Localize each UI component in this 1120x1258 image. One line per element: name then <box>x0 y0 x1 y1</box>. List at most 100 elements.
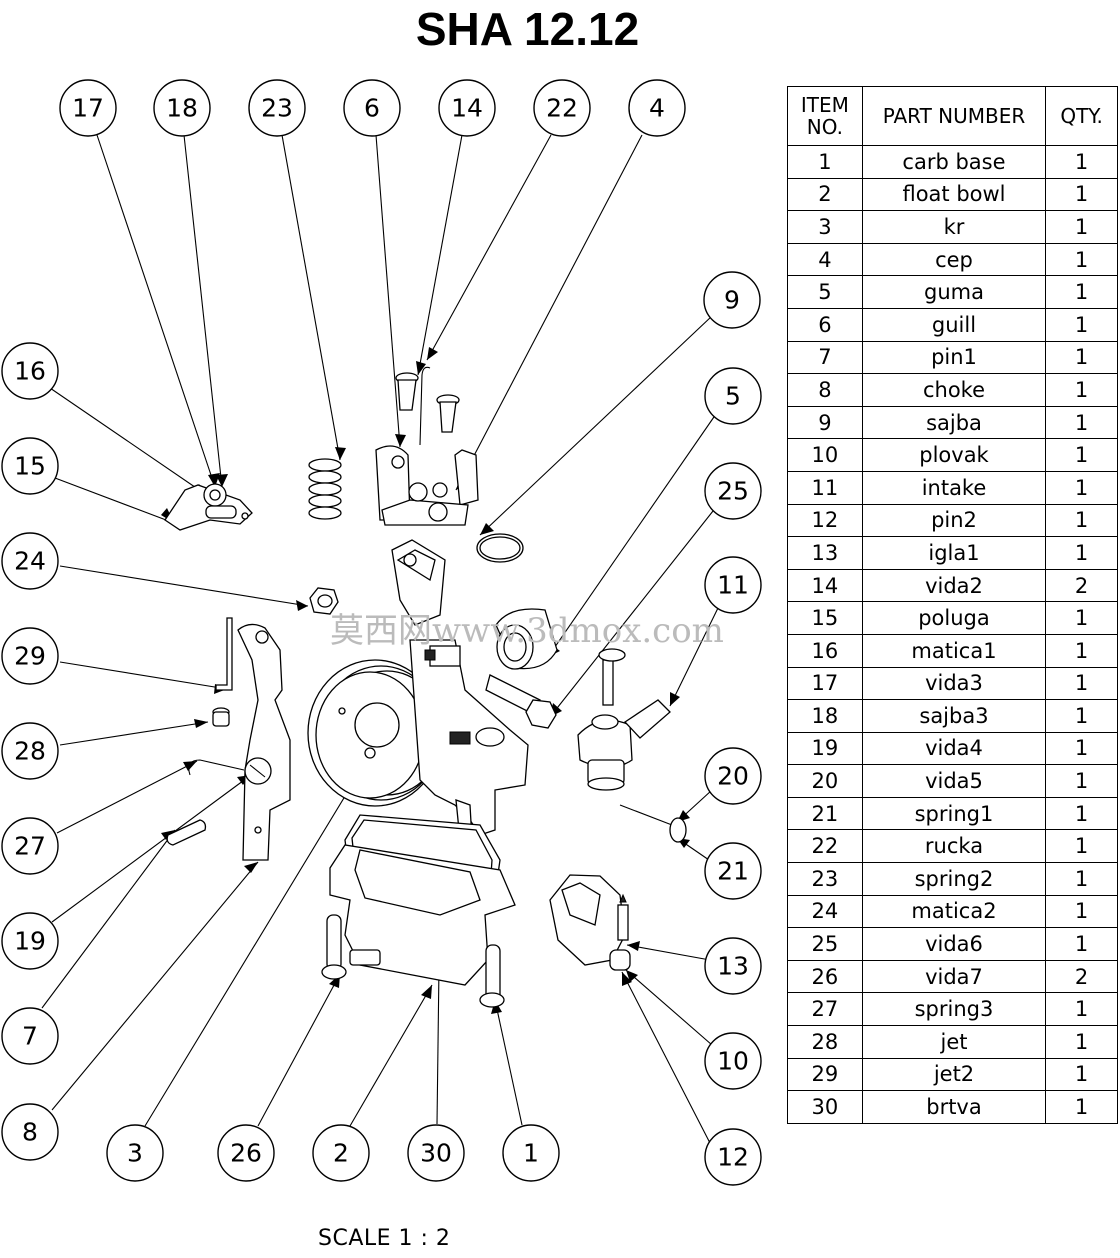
choke-lever-plate <box>188 623 291 861</box>
bom-cell-part: matica1 <box>861 633 1047 668</box>
bom-cell-part: kr <box>861 210 1047 244</box>
bom-cell-qty: 1 <box>1045 666 1118 701</box>
bom-cell-part: vida6 <box>861 927 1047 961</box>
bom-cell-qty: 1 <box>1045 275 1118 309</box>
bom-cell-part: vida3 <box>861 666 1047 701</box>
bom-cell-item: 18 <box>787 699 863 733</box>
bom-cell-part: spring3 <box>861 992 1047 1027</box>
bom-cell-item: 16 <box>787 633 863 668</box>
bom-cell-item: 28 <box>787 1025 863 1059</box>
bom-cell-part: vida4 <box>861 731 1047 766</box>
bom-header-row: ITEM NO. PART NUMBER QTY. <box>787 86 1118 146</box>
bom-cell-item: 19 <box>787 731 863 766</box>
bom-cell-qty: 1 <box>1045 764 1118 798</box>
nut-matica2 <box>309 587 339 615</box>
bom-cell-qty: 1 <box>1045 894 1118 929</box>
bom-cell-part: spring1 <box>861 796 1047 831</box>
bom-cell-part: jet2 <box>861 1057 1047 1092</box>
balloon-19: 19 <box>14 927 46 956</box>
screws-vida2 <box>395 366 460 446</box>
balloon-2: 2 <box>333 1139 349 1168</box>
exploded-view-drawing: 莫西网www.3dmox.com 17 18 23 6 14 22 4 9 5 … <box>1 79 762 1186</box>
bom-cell-item: 11 <box>787 470 863 505</box>
bom-cell-qty: 1 <box>1045 633 1118 668</box>
header-qty: QTY. <box>1045 86 1118 146</box>
bom-cell-part: sajba3 <box>861 699 1047 733</box>
bom-cell-item: 12 <box>787 503 863 538</box>
bom-cell-part: jet <box>861 1025 1047 1059</box>
bom-cell-part: pin1 <box>861 340 1047 375</box>
balloon-30: 30 <box>420 1139 452 1168</box>
bom-cell-item: 14 <box>787 568 863 603</box>
bom-cell-item: 15 <box>787 601 863 635</box>
bom-cell-part: rucka <box>861 829 1047 864</box>
bom-cell-item: 9 <box>787 405 863 440</box>
float-plovak <box>549 874 631 971</box>
header-item-no: ITEM NO. <box>787 86 863 146</box>
bom-cell-qty: 1 <box>1045 373 1118 407</box>
bom-cell-item: 8 <box>787 373 863 407</box>
bom-cell-part: plovak <box>861 438 1047 472</box>
bom-cell-qty: 1 <box>1045 1025 1118 1059</box>
screw-vida6 <box>485 674 557 729</box>
bom-cell-qty: 1 <box>1045 405 1118 440</box>
bom-cell-qty: 1 <box>1045 731 1118 766</box>
bom-cell-qty: 1 <box>1045 992 1118 1027</box>
bom-cell-part: pin2 <box>861 503 1047 538</box>
bom-cell-qty: 1 <box>1045 177 1118 212</box>
bom-cell-qty: 1 <box>1045 340 1118 375</box>
bom-cell-part: matica2 <box>861 894 1047 929</box>
bom-cell-part: choke <box>861 373 1047 407</box>
bom-cell-part: igla1 <box>861 536 1047 570</box>
balloon-16: 16 <box>14 357 46 386</box>
balloon-15: 15 <box>14 452 46 481</box>
bom-cell-item: 10 <box>787 438 863 472</box>
balloon-24: 24 <box>14 547 46 576</box>
bom-cell-qty: 1 <box>1045 210 1118 244</box>
spring2-coil <box>308 458 342 520</box>
intake <box>577 648 671 791</box>
balloon-10: 10 <box>717 1047 749 1076</box>
bom-cell-qty: 1 <box>1045 242 1118 277</box>
bom-cell-part: vida5 <box>861 764 1047 798</box>
bom-cell-item: 20 <box>787 764 863 798</box>
balloon-20: 20 <box>717 762 749 791</box>
bom-cell-part: guill <box>861 307 1047 342</box>
rubber-guma <box>495 608 558 670</box>
bom-cell-part: guma <box>861 275 1047 309</box>
bom-cell-qty: 2 <box>1045 568 1118 603</box>
balloon-14: 14 <box>451 94 483 123</box>
screws-vida7 <box>321 914 505 1008</box>
bom-cell-item: 3 <box>787 210 863 244</box>
bom-cell-item: 22 <box>787 829 863 864</box>
leader-lines <box>41 134 719 1146</box>
bom-cell-item: 30 <box>787 1090 863 1124</box>
bom-cell-qty: 1 <box>1045 307 1118 342</box>
balloon-6: 6 <box>364 94 380 123</box>
bom-cell-item: 26 <box>787 959 863 994</box>
bom-cell-qty: 1 <box>1045 699 1118 733</box>
bom-cell-item: 4 <box>787 242 863 277</box>
balloon-17: 17 <box>72 94 104 123</box>
bom-cell-part: poluga <box>861 601 1047 635</box>
bom-cell-item: 17 <box>787 666 863 701</box>
